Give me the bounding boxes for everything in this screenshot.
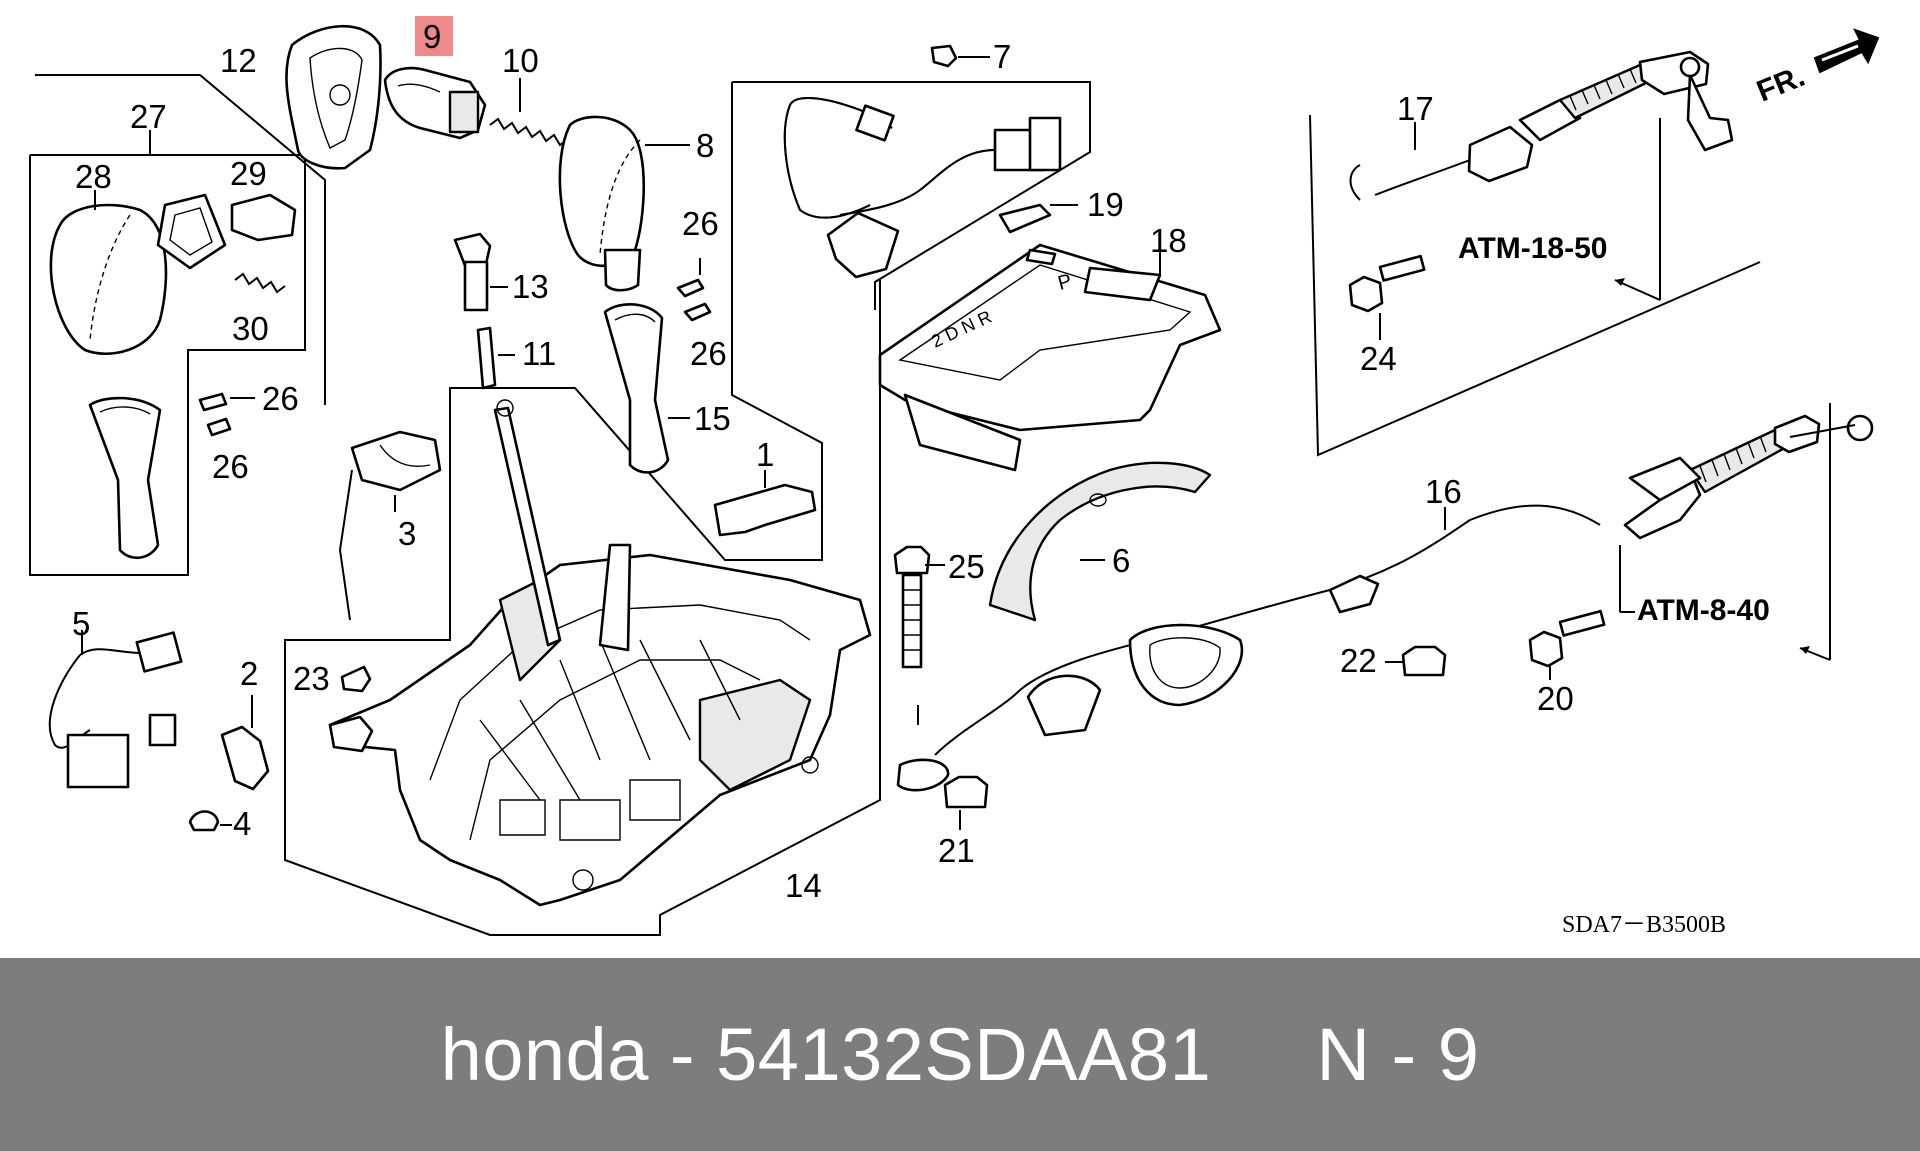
part-1-bracket xyxy=(713,470,817,537)
part-3-bracket xyxy=(338,430,442,621)
label-16: 16 xyxy=(1425,473,1462,510)
label-8: 8 xyxy=(696,127,714,164)
part-18-indicator-panel: P 2 D N R xyxy=(878,243,1222,472)
label-26-a: 26 xyxy=(682,205,719,242)
part-19-clip xyxy=(998,203,1078,234)
label-5: 5 xyxy=(72,605,90,642)
caption-bar: honda - 54132SDAA81 N - 9 xyxy=(0,958,1920,1151)
group-frames xyxy=(29,74,1831,936)
label-13: 13 xyxy=(512,268,549,305)
part-17-cable xyxy=(1349,50,1734,201)
label-28: 28 xyxy=(75,158,112,195)
grommet xyxy=(156,193,227,270)
label-24: 24 xyxy=(1360,340,1397,377)
part-29-clip xyxy=(230,193,297,242)
label-6: 6 xyxy=(1112,542,1130,579)
label-3: 3 xyxy=(398,515,416,552)
label-25: 25 xyxy=(948,548,985,585)
part-20-bolt xyxy=(1528,609,1606,680)
label-11: 11 xyxy=(522,335,556,372)
label-7: 7 xyxy=(993,38,1011,75)
part-14-shift-base xyxy=(328,399,872,935)
label-20: 20 xyxy=(1537,680,1574,717)
part-27-sleeve xyxy=(88,396,162,559)
part-16-cable xyxy=(896,414,1874,792)
label-2: 2 xyxy=(240,655,258,692)
part-22-nut xyxy=(1385,645,1447,677)
part-25-bolt xyxy=(893,545,945,669)
part-number-caption: honda - 54132SDAA81 N - 9 xyxy=(440,1013,1480,1096)
part-harness-upper xyxy=(783,97,1062,279)
part-11-pin xyxy=(476,326,515,390)
label-26-c: 26 xyxy=(262,380,299,417)
label-26-d: 26 xyxy=(212,448,249,485)
label-18: 18 xyxy=(1150,222,1187,259)
part-6-curved-cover xyxy=(988,461,1212,622)
drawing-code: SDA7－B3500B xyxy=(1562,912,1726,938)
front-marker: FR. xyxy=(1752,60,1809,109)
label-19: 19 xyxy=(1087,186,1124,223)
part-23-clip xyxy=(340,665,372,693)
part-labels: 12 9 10 8 7 19 18 27 28 29 30 26 26 26 2… xyxy=(72,18,1574,904)
label-27: 27 xyxy=(130,98,167,135)
svg-text:P: P xyxy=(1056,270,1075,295)
label-15: 15 xyxy=(694,400,731,437)
front-arrow-icon xyxy=(1813,28,1880,74)
parts-diagram: P 2 D N R xyxy=(29,16,1880,938)
part-13-pin xyxy=(453,232,508,312)
part-9-highlight xyxy=(415,16,453,56)
part-2-sensor xyxy=(220,695,270,791)
label-14: 14 xyxy=(785,867,822,904)
label-23: 23 xyxy=(293,660,330,697)
label-21: 21 xyxy=(938,832,975,869)
part-21-nut xyxy=(943,775,989,830)
callout-arrows xyxy=(1614,278,1831,661)
part-7-clip xyxy=(930,44,990,68)
part-24-bolt xyxy=(1348,254,1426,340)
part-9-solenoid xyxy=(383,66,487,140)
callout-atm-18-50: ATM-18-50 xyxy=(1458,232,1607,265)
part-26-screws xyxy=(198,258,712,437)
label-12: 12 xyxy=(220,42,257,79)
label-29: 29 xyxy=(230,155,267,192)
part-28-knob xyxy=(49,190,168,355)
label-22: 22 xyxy=(1340,642,1377,679)
callout-atm-8-40: ATM-8-40 xyxy=(1637,594,1770,627)
label-26-b: 26 xyxy=(690,335,727,372)
part-5-switch xyxy=(48,630,183,789)
label-9: 9 xyxy=(423,18,441,55)
label-1: 1 xyxy=(756,436,774,473)
part-12-knob-bezel xyxy=(285,24,382,170)
part-30-spring xyxy=(234,272,286,294)
label-10: 10 xyxy=(502,42,539,79)
part-15-sleeve xyxy=(603,302,690,474)
part-4-cap xyxy=(188,810,232,832)
label-4: 4 xyxy=(233,805,251,842)
label-17: 17 xyxy=(1397,90,1434,127)
part-8-knob xyxy=(558,115,690,292)
label-30: 30 xyxy=(232,310,269,347)
